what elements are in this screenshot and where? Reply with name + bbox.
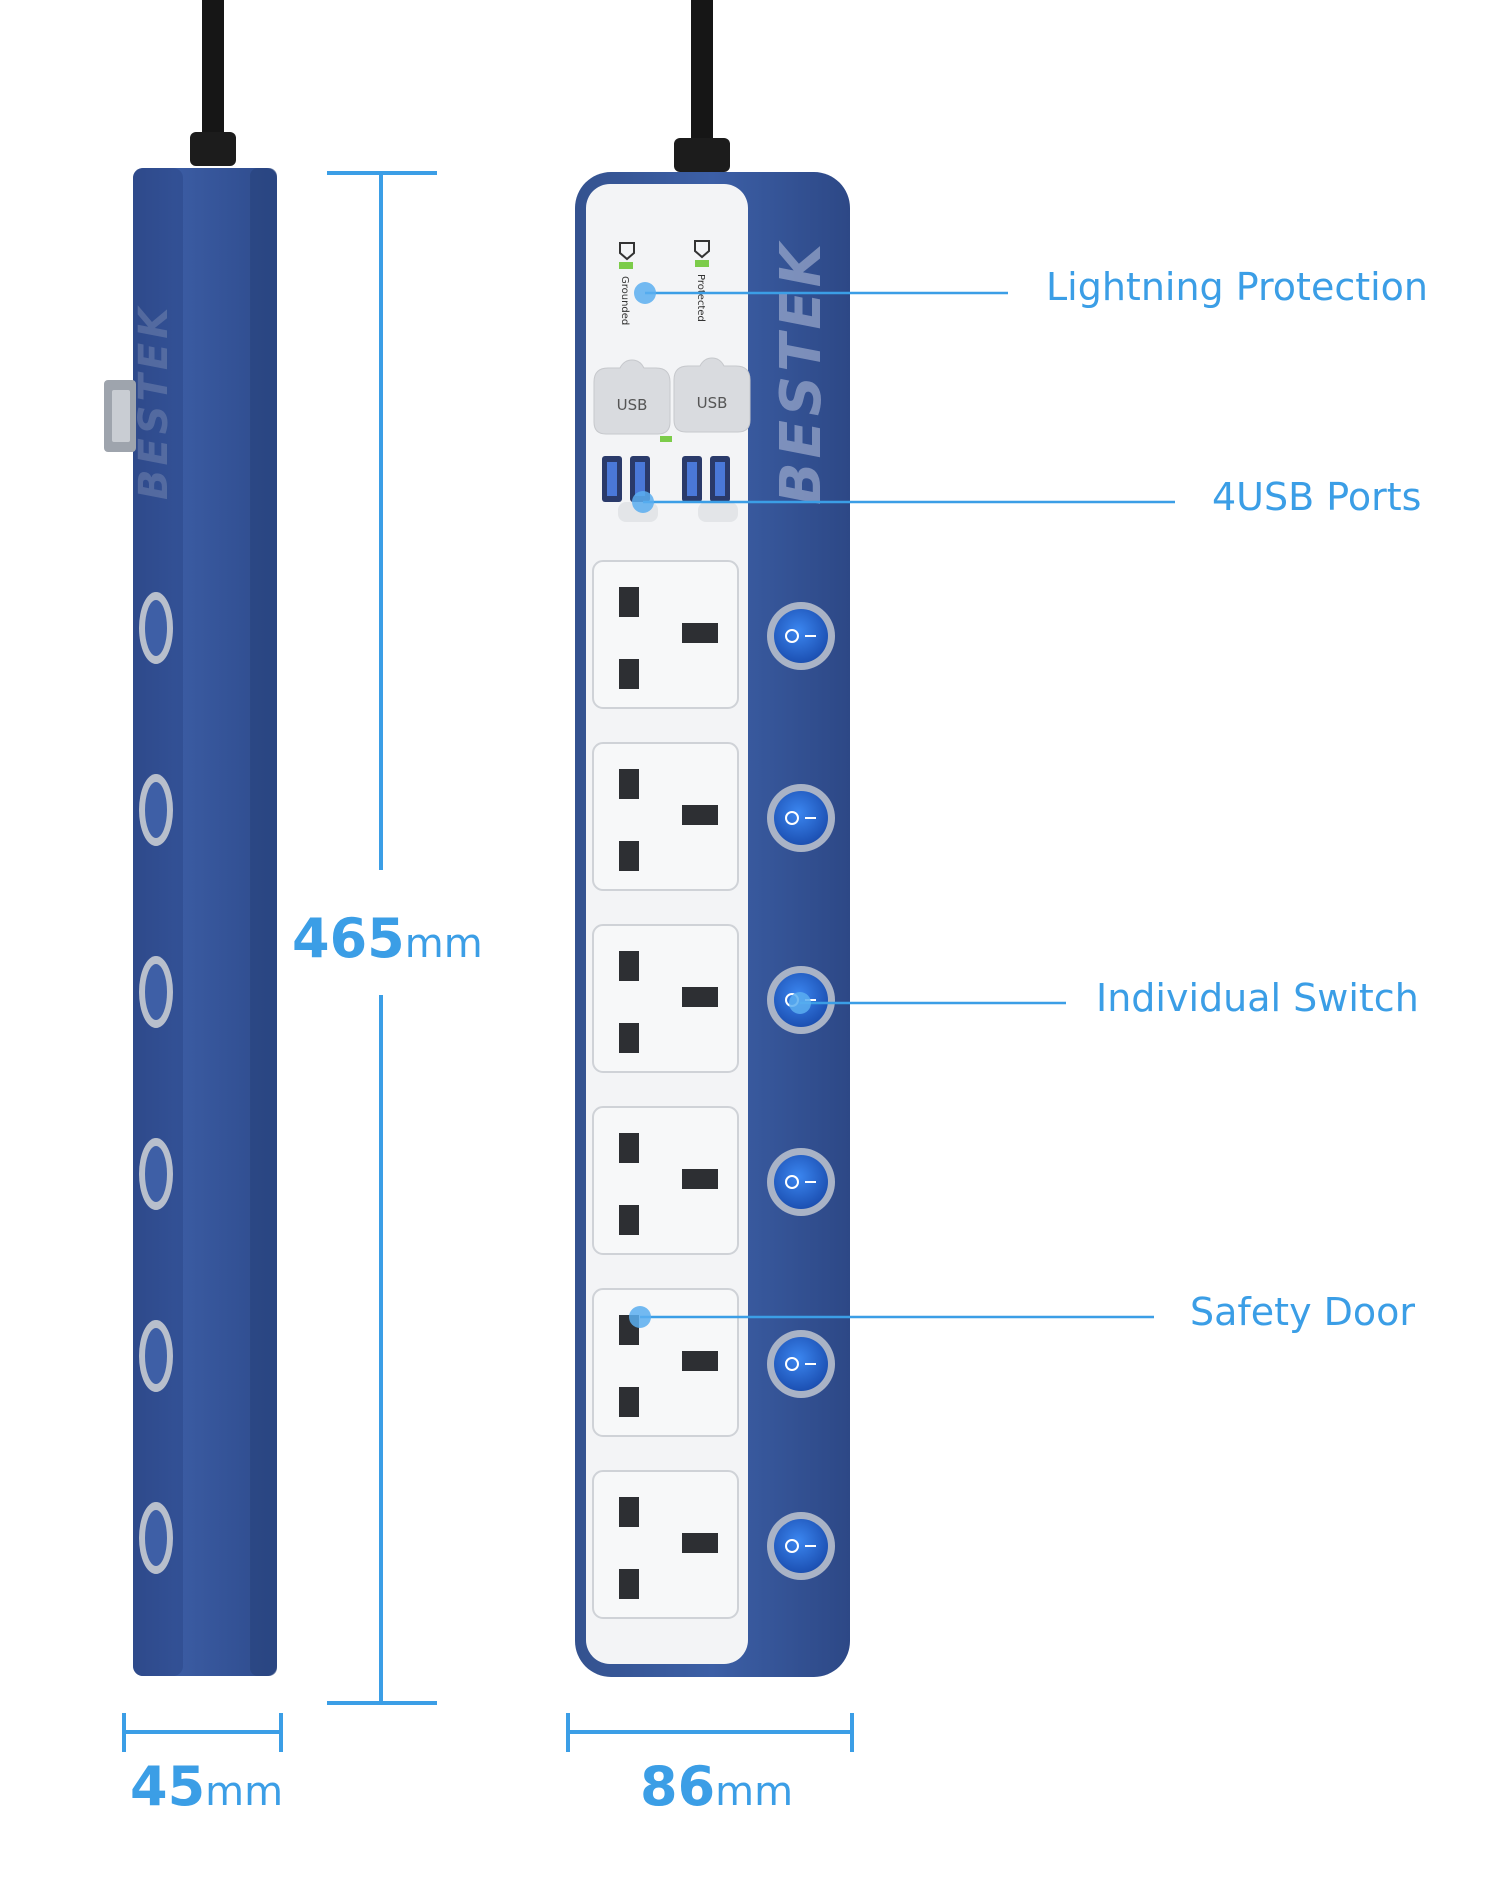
usb-led — [660, 436, 672, 442]
side-switch-group — [139, 592, 173, 1574]
depth-dimension-label: 45mm — [130, 1760, 283, 1814]
lightning-leader-dot — [634, 282, 656, 304]
outlet-live-pin-slot — [682, 1351, 718, 1371]
outlet-group — [592, 560, 739, 1619]
power-switch-1[interactable] — [767, 602, 835, 670]
outlet-1 — [592, 560, 739, 709]
switch-rocker[interactable] — [774, 609, 828, 663]
outlet-3 — [592, 924, 739, 1073]
side-switch-3 — [139, 956, 173, 1028]
height-dimension-label: 465mm — [292, 912, 483, 966]
side-switch-rocker — [145, 600, 167, 656]
power-off-icon — [785, 1175, 799, 1189]
usb-cover-right: USB — [673, 357, 751, 433]
switch-rocker[interactable] — [774, 1337, 828, 1391]
power-off-icon — [785, 1539, 799, 1553]
side-brand-logo: BESTEK — [131, 304, 177, 500]
power-switch-4[interactable] — [767, 1148, 835, 1216]
power-switch-5[interactable] — [767, 1330, 835, 1398]
indicator-grounded: Grounded — [619, 242, 635, 325]
side-switch-6 — [139, 1502, 173, 1574]
outlet-earth-pin-slot — [619, 587, 639, 617]
depth-unit: mm — [205, 1769, 284, 1815]
side-switch-rocker — [145, 1510, 167, 1566]
callout-safety-door: Safety Door — [1190, 1290, 1416, 1334]
switch-leader-dot — [789, 992, 811, 1014]
outlet-earth-pin-slot — [619, 1497, 639, 1527]
side-switch-5 — [139, 1320, 173, 1392]
side-view: BESTEK — [104, 0, 277, 1676]
indicator-protected-label: Protected — [695, 274, 706, 322]
front-cable-strain-relief — [674, 138, 730, 172]
depth-value: 45 — [130, 1755, 206, 1818]
outlet-neutral-pin-slot — [619, 659, 639, 689]
usb-cover-left-label: USB — [617, 396, 648, 414]
switch-rocker[interactable] — [774, 1155, 828, 1209]
outlet-4 — [592, 1106, 739, 1255]
power-off-icon — [785, 811, 799, 825]
side-switch-rocker — [145, 1328, 167, 1384]
power-off-icon — [785, 1357, 799, 1371]
outlet-live-pin-slot — [682, 1169, 718, 1189]
outlet-5 — [592, 1288, 739, 1437]
callout-usb-ports: 4USB Ports — [1212, 475, 1422, 519]
side-switch-rocker — [145, 1146, 167, 1202]
outlet-neutral-pin-slot — [619, 1387, 639, 1417]
outlet-neutral-pin-slot — [619, 1023, 639, 1053]
indicator-led — [619, 262, 633, 269]
width-unit: mm — [715, 1769, 794, 1815]
outlet-earth-pin-slot — [619, 951, 639, 981]
side-cable-strain-relief — [190, 132, 236, 166]
outlet-live-pin-slot — [682, 1533, 718, 1553]
power-switch-6[interactable] — [767, 1512, 835, 1580]
outlet-earth-pin-slot — [619, 769, 639, 799]
power-off-icon — [785, 629, 799, 643]
indicator-protected: Protected — [694, 240, 710, 322]
indicator-led — [695, 260, 709, 267]
outlet-2 — [592, 742, 739, 891]
usb-leader-dot — [632, 491, 654, 513]
height-unit: mm — [404, 921, 483, 967]
power-switch-2[interactable] — [767, 784, 835, 852]
callout-individual-switch: Individual Switch — [1096, 976, 1419, 1020]
front-view: BESTEK Grounded Protected USB USB — [575, 0, 850, 1677]
outlet-neutral-pin-slot — [619, 1569, 639, 1599]
outlet-6 — [592, 1470, 739, 1619]
switch-rocker[interactable] — [774, 791, 828, 845]
outlet-earth-pin-slot — [619, 1133, 639, 1163]
side-switch-4 — [139, 1138, 173, 1210]
callout-leaders — [629, 282, 1175, 1328]
front-cable — [691, 0, 713, 160]
width-dimension-label: 86mm — [640, 1760, 793, 1814]
door-leader-dot — [629, 1306, 651, 1328]
usb-section: USB USB — [593, 357, 751, 522]
outlet-live-pin-slot — [682, 805, 718, 825]
side-switch-rocker — [145, 964, 167, 1020]
side-cable — [202, 0, 224, 150]
height-value: 465 — [292, 907, 405, 970]
usb-cover-right-label: USB — [697, 394, 728, 412]
usb-cover-left: USB — [593, 359, 671, 435]
switch-rocker[interactable] — [774, 1519, 828, 1573]
side-switch-2 — [139, 774, 173, 846]
outlet-live-pin-slot — [682, 623, 718, 643]
front-brand-logo: BESTEK — [769, 240, 834, 505]
side-switch-rocker — [145, 782, 167, 838]
shield-icon — [619, 242, 635, 261]
outlet-neutral-pin-slot — [619, 841, 639, 871]
outlet-neutral-pin-slot — [619, 1205, 639, 1235]
side-switch-1 — [139, 592, 173, 664]
callout-lightning-protection: Lightning Protection — [1046, 265, 1429, 309]
dimension-lines — [122, 171, 854, 1752]
indicator-grounded-label: Grounded — [619, 276, 630, 325]
outlet-live-pin-slot — [682, 987, 718, 1007]
width-value: 86 — [640, 1755, 716, 1818]
shield-icon — [694, 240, 710, 259]
